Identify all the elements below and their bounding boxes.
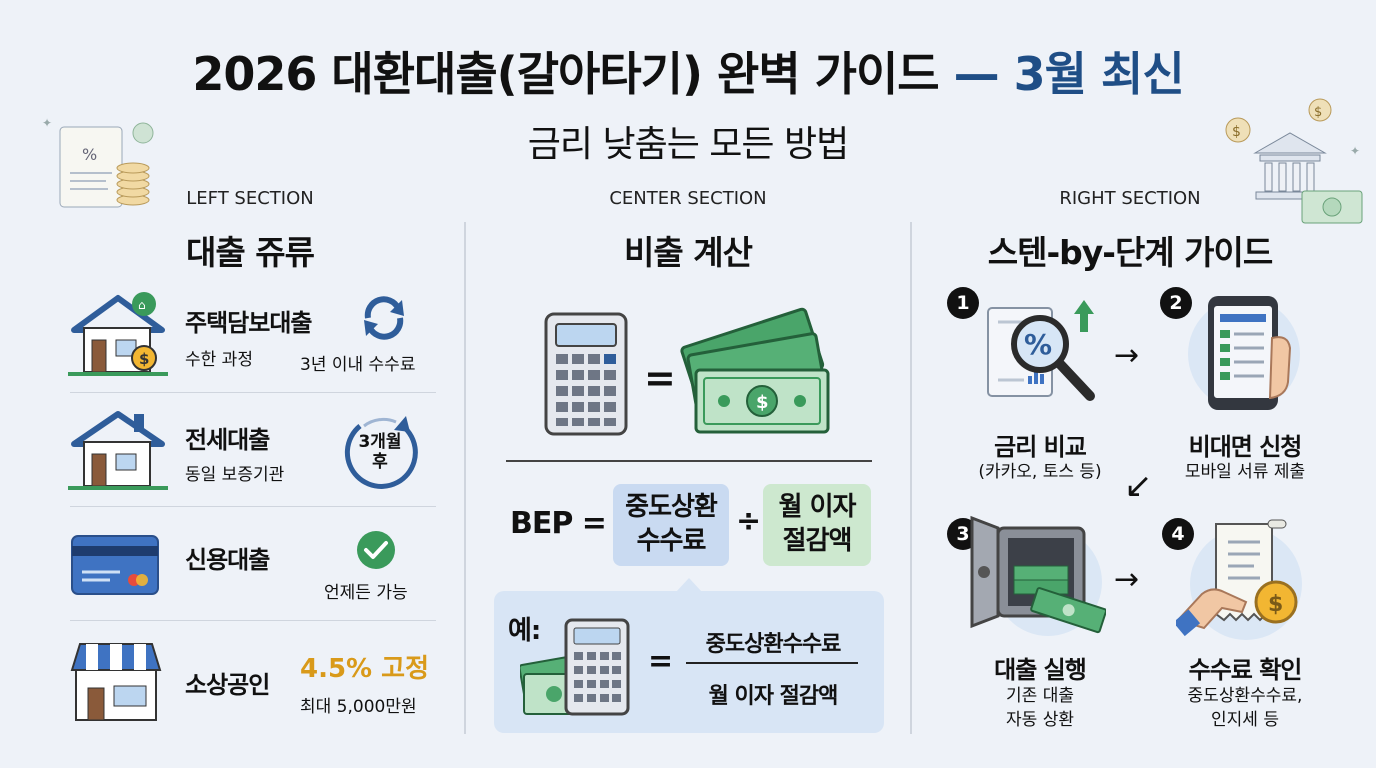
right-section-title: 스텐-by-단계 가이드 bbox=[987, 233, 1274, 272]
arrow-diagonal: ↙ bbox=[1124, 466, 1153, 506]
loan-note-credit: 언제든 가능 bbox=[324, 583, 408, 603]
example-equals: = bbox=[648, 644, 674, 679]
step-title-4: 수수료 확인 bbox=[1188, 656, 1303, 684]
receipt-coin-icon: $ bbox=[1176, 519, 1302, 640]
loan-sub-jeonse: 동일 보증기관 bbox=[185, 465, 285, 485]
fee-pill: 중도상환 수수료 bbox=[613, 484, 729, 566]
loan-name-smallbiz: 소상공인 bbox=[185, 671, 270, 699]
svg-text:✦: ✦ bbox=[42, 116, 52, 130]
money-bills-icon: $ bbox=[680, 307, 830, 434]
center-section-label: CENTER SECTION bbox=[609, 188, 767, 209]
svg-text:✦: ✦ bbox=[1350, 144, 1360, 158]
house-bank-icon: $ ⌂ bbox=[68, 292, 168, 376]
loan-name-jeonse: 전세대출 bbox=[185, 426, 270, 454]
step-number-2: 2 bbox=[1160, 287, 1192, 319]
step-desc-4: 중도상환수수료, 인지세 등 bbox=[1187, 686, 1303, 730]
left-row-divider bbox=[70, 620, 436, 621]
right-section-label: RIGHT SECTION bbox=[1059, 188, 1201, 209]
document-coins-icon: ✦ % bbox=[42, 116, 154, 208]
svg-text:$: $ bbox=[139, 350, 149, 368]
svg-text:$: $ bbox=[1314, 105, 1322, 120]
center-divider bbox=[506, 460, 872, 462]
center-section-title: 비출 계산 bbox=[624, 233, 753, 272]
loan-name-mortgage: 주택담보대출 bbox=[185, 309, 312, 337]
svg-text:%: % bbox=[1024, 328, 1052, 361]
calculator-icon bbox=[544, 312, 628, 436]
step-number-4: 4 bbox=[1162, 518, 1194, 550]
example-calculator-icon bbox=[520, 618, 630, 716]
divider-left bbox=[464, 222, 466, 734]
timer-badge-text: 3개월 후 bbox=[358, 432, 402, 472]
step-desc-3: 기존 대출 자동 상환 bbox=[1006, 686, 1074, 730]
smallbiz-rate: 4.5% 고정 bbox=[300, 654, 430, 684]
title-main: 2026 대환대출(갈아타기) 완벽 가이드 bbox=[192, 47, 939, 101]
refresh-icon bbox=[364, 296, 404, 340]
divide-sign: ÷ bbox=[736, 504, 762, 539]
store-icon bbox=[70, 643, 162, 721]
step-desc-2: 모바일 서류 제출 bbox=[1184, 462, 1306, 482]
magnifier-rate-icon: % bbox=[987, 300, 1095, 401]
title-accent: 3월 최신 bbox=[1013, 47, 1185, 101]
left-section-label: LEFT SECTION bbox=[186, 188, 314, 209]
svg-text:$: $ bbox=[1268, 592, 1283, 617]
page-title: 2026 대환대출(갈아타기) 완벽 가이드 — 3월 최신 bbox=[0, 38, 1376, 104]
svg-text:%: % bbox=[82, 145, 97, 164]
credit-card-icon bbox=[71, 535, 159, 595]
house-icon bbox=[68, 411, 168, 490]
fraction-bar bbox=[686, 662, 858, 664]
left-section-title: 대출 쥬류 bbox=[186, 233, 315, 272]
left-row-divider bbox=[70, 392, 436, 393]
loan-sub-mortgage: 수한 과정 bbox=[185, 350, 253, 370]
loan-name-credit: 신용대출 bbox=[185, 546, 270, 574]
arrow-right-1: → bbox=[1114, 338, 1140, 373]
fraction-denominator: 월 이자 절감액 bbox=[708, 684, 839, 709]
page-subtitle: 금리 낮춤는 모든 방법 bbox=[527, 124, 849, 165]
saving-pill: 월 이자 절감액 bbox=[763, 484, 871, 566]
safe-money-icon bbox=[970, 515, 1106, 636]
equals-sign: = bbox=[644, 356, 676, 400]
fraction-numerator: 중도상환수수료 bbox=[705, 632, 842, 657]
example-callout-tail bbox=[676, 578, 702, 592]
step-desc-1: (카카오, 토스 등) bbox=[978, 462, 1102, 482]
timer-icon bbox=[344, 416, 418, 489]
left-row-divider bbox=[70, 506, 436, 507]
step-number-1: 1 bbox=[947, 287, 979, 319]
step-title-1: 금리 비교 bbox=[994, 433, 1087, 461]
svg-text:⌂: ⌂ bbox=[138, 298, 146, 312]
example-label: 예: bbox=[508, 616, 541, 646]
arrow-right-2: → bbox=[1114, 562, 1140, 597]
divider-right bbox=[910, 222, 912, 734]
svg-text:$: $ bbox=[1232, 124, 1241, 140]
step-title-3: 대출 실행 bbox=[994, 656, 1087, 684]
step-title-2: 비대면 신청 bbox=[1188, 433, 1303, 461]
smartphone-icon bbox=[1188, 296, 1300, 410]
svg-text:$: $ bbox=[756, 392, 769, 413]
bep-label: BEP = bbox=[510, 506, 607, 541]
check-icon bbox=[357, 531, 395, 569]
title-dash: — bbox=[953, 47, 1000, 101]
bank-icon: $ $ ✦ bbox=[1225, 98, 1363, 224]
loan-note-mortgage: 3년 이내 수수료 bbox=[300, 355, 416, 375]
loan-note-smallbiz: 최대 5,000만원 bbox=[300, 697, 417, 717]
